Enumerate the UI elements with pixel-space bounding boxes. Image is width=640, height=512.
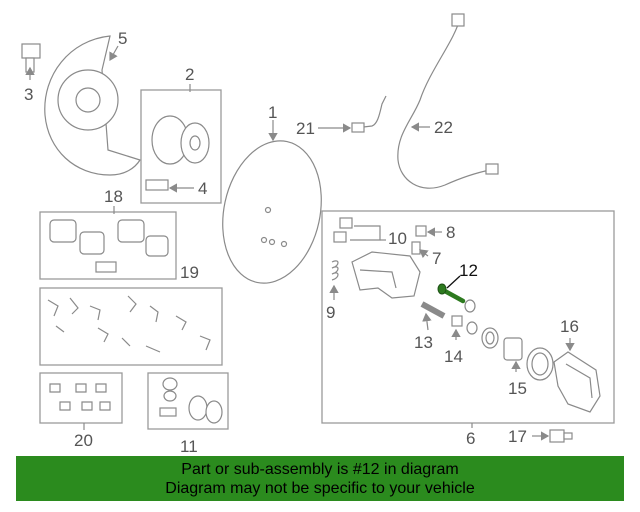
leader-5 [109,45,119,62]
callout-9: 9 [326,303,335,322]
parts-diagram: 3 5 2 4 1 21 22 [21,13,615,456]
callout-16: 16 [560,317,579,336]
part-16-caliper-bracket [553,338,601,413]
callout-20: 20 [74,431,93,450]
callout-10: 10 [388,229,407,248]
callout-22: 22 [434,118,453,137]
part-17-bolt [532,429,573,443]
part-12-guide-pin [437,275,466,304]
part-19-hardware-kit [47,295,211,353]
part-20-clips [49,383,111,411]
callout-5: 5 [118,29,127,48]
info-banner: Part or sub-assembly is #12 in diagram D… [16,456,624,501]
callout-15: 15 [508,379,527,398]
callout-4: 4 [198,179,207,198]
callout-7: 7 [432,249,441,268]
caliper-body [351,251,421,299]
part-4-bolt [145,179,194,193]
callout-11: 11 [180,437,198,456]
part-9-spring [329,260,339,300]
callout-17: 17 [508,427,527,446]
part-1-brake-rotor [222,140,322,284]
callout-1: 1 [268,103,277,122]
piston-seals [481,327,554,381]
part-10-bolts [333,217,386,243]
part-18-brake-pads [49,219,169,273]
callout-14: 14 [444,347,463,366]
part-21-abs-sensor [318,95,387,133]
banner-line-2: Diagram may not be specific to your vehi… [165,480,475,497]
part-3-bolt [21,43,41,80]
banner-line-1: Part or sub-assembly is #12 in diagram [181,461,459,478]
callout-13: 13 [414,333,433,352]
callout-19: 19 [180,263,199,282]
part-19-box [39,287,223,366]
part-5-dust-shield [44,35,141,176]
part-2-hub-bearing [151,115,210,165]
callout-21: 21 [296,119,315,138]
part-20-box [39,372,123,424]
part-7-bleeder-screw [411,241,429,259]
callout-2: 2 [185,65,194,84]
part-11-seal-kit [159,377,223,424]
callout-18: 18 [104,187,123,206]
part-22-abs-harness [397,13,499,189]
part-13-pin [420,301,446,331]
callout-8: 8 [446,223,455,242]
part-8-bleeder-cap [415,225,442,237]
callout-12: 12 [459,261,478,280]
callout-3: 3 [24,85,33,104]
part-14-boot [451,299,478,340]
callout-6: 6 [466,429,475,448]
